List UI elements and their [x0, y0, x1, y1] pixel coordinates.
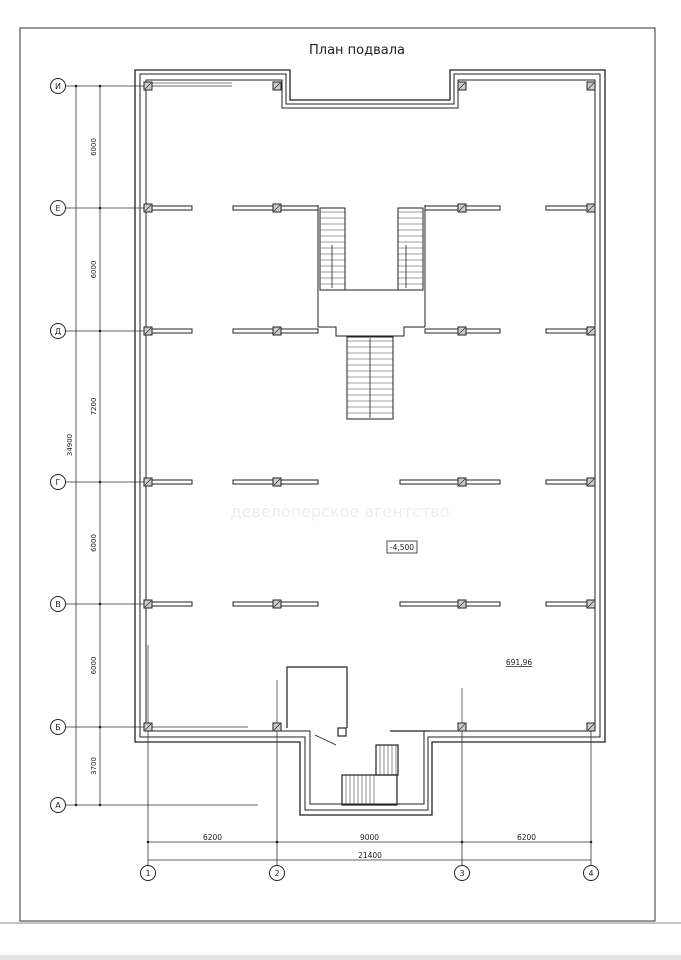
column-hatch — [273, 204, 281, 212]
dim-label-vertical: 3700 — [90, 757, 98, 775]
level-mark: -4,500 — [390, 543, 414, 552]
partition-wall — [147, 205, 193, 211]
column-hatch — [587, 204, 595, 212]
axis-marker-row — [50, 78, 66, 94]
stair-flight-center — [346, 336, 394, 420]
axis-label-row: В — [55, 600, 61, 609]
dim-label-vertical: 6000 — [90, 657, 98, 675]
column-hatch — [273, 478, 281, 486]
axis-label-row: Г — [56, 478, 61, 487]
level-mark-box — [386, 540, 418, 554]
stair-shaft-walls — [317, 205, 426, 337]
column-hatch — [273, 82, 281, 90]
axis-label-row: Е — [55, 204, 60, 213]
dim-tick — [98, 84, 102, 88]
column-hatch — [273, 723, 281, 731]
partition-wall — [399, 479, 501, 485]
dim-tick — [98, 803, 102, 807]
axis-label-col: 2 — [274, 869, 279, 878]
dim-tick — [98, 206, 102, 210]
axis-marker-col — [269, 865, 285, 881]
lift-shaft — [286, 666, 348, 728]
dim-tick — [74, 803, 78, 807]
inner-wall — [145, 79, 596, 805]
column-hatch — [144, 478, 152, 486]
dim-tick — [460, 840, 464, 844]
dim-tick — [98, 725, 102, 729]
watermark-text: девелоперское агентство — [230, 502, 449, 521]
axis-label-row: Б — [55, 723, 61, 732]
lower-stair — [341, 774, 398, 806]
column-hatch — [458, 327, 466, 335]
column-hatch — [144, 723, 152, 731]
column-hatch — [458, 723, 466, 731]
dim-label-vertical: 6000 — [90, 534, 98, 552]
partition-wall — [399, 601, 501, 607]
partition-wall — [147, 479, 193, 485]
column-hatch — [587, 478, 595, 486]
door-swing — [314, 734, 337, 746]
plan-title: План подвала — [309, 43, 405, 58]
column-hatch — [144, 204, 152, 212]
column-hatch — [144, 82, 152, 90]
dim-label-horizontal: 6200 — [203, 833, 222, 842]
column-hatch — [144, 327, 152, 335]
axis-label-col: 4 — [588, 869, 593, 878]
axis-marker-row — [50, 596, 66, 612]
column-hatch — [458, 478, 466, 486]
small-shaft — [337, 727, 347, 737]
axis-label-row: И — [55, 82, 61, 91]
column-hatch — [458, 204, 466, 212]
column-hatch — [273, 600, 281, 608]
axis-label-row: Д — [55, 327, 61, 336]
dim-label-vertical: 6000 — [90, 261, 98, 279]
dim-tick — [98, 602, 102, 606]
axis-marker-row — [50, 474, 66, 490]
column-hatch — [587, 723, 595, 731]
dim-label-total-horizontal: 21400 — [358, 851, 382, 860]
axis-label-row: А — [55, 801, 61, 810]
axis-marker-row — [50, 797, 66, 813]
dim-label-total-vertical: 34900 — [66, 434, 74, 456]
axis-marker-col — [583, 865, 599, 881]
column-hatch — [587, 82, 595, 90]
lower-stair-upper — [375, 744, 399, 776]
dim-tick — [146, 840, 150, 844]
dim-tick — [275, 840, 279, 844]
column-hatch — [273, 327, 281, 335]
axis-label-col: 1 — [145, 869, 150, 878]
drawing-frame — [19, 27, 656, 922]
area-mark: 691,96 — [506, 658, 532, 667]
column-hatch — [587, 600, 595, 608]
axis-marker-col — [454, 865, 470, 881]
stair-flight-left — [319, 207, 346, 291]
outer-wall — [134, 69, 606, 816]
axis-marker-col — [140, 865, 156, 881]
stair-flight-right — [397, 207, 424, 291]
dim-tick — [589, 840, 593, 844]
partition-wall — [147, 328, 193, 334]
dim-tick — [98, 480, 102, 484]
dim-label-vertical: 7200 — [90, 398, 98, 416]
dim-tick — [98, 329, 102, 333]
outer-wall-inner — [139, 73, 601, 811]
axis-marker-row — [50, 719, 66, 735]
dim-label-horizontal: 9000 — [360, 833, 379, 842]
axis-label-col: 3 — [459, 869, 464, 878]
column-hatch — [144, 600, 152, 608]
column-hatch — [458, 600, 466, 608]
dim-tick — [74, 84, 78, 88]
partition-wall — [147, 601, 193, 607]
bottom-band — [0, 955, 681, 960]
column-hatch — [458, 82, 466, 90]
axis-marker-row — [50, 323, 66, 339]
axis-marker-row — [50, 200, 66, 216]
dim-label-horizontal: 6200 — [517, 833, 536, 842]
column-hatch — [587, 327, 595, 335]
dim-label-vertical: 6000 — [90, 138, 98, 156]
